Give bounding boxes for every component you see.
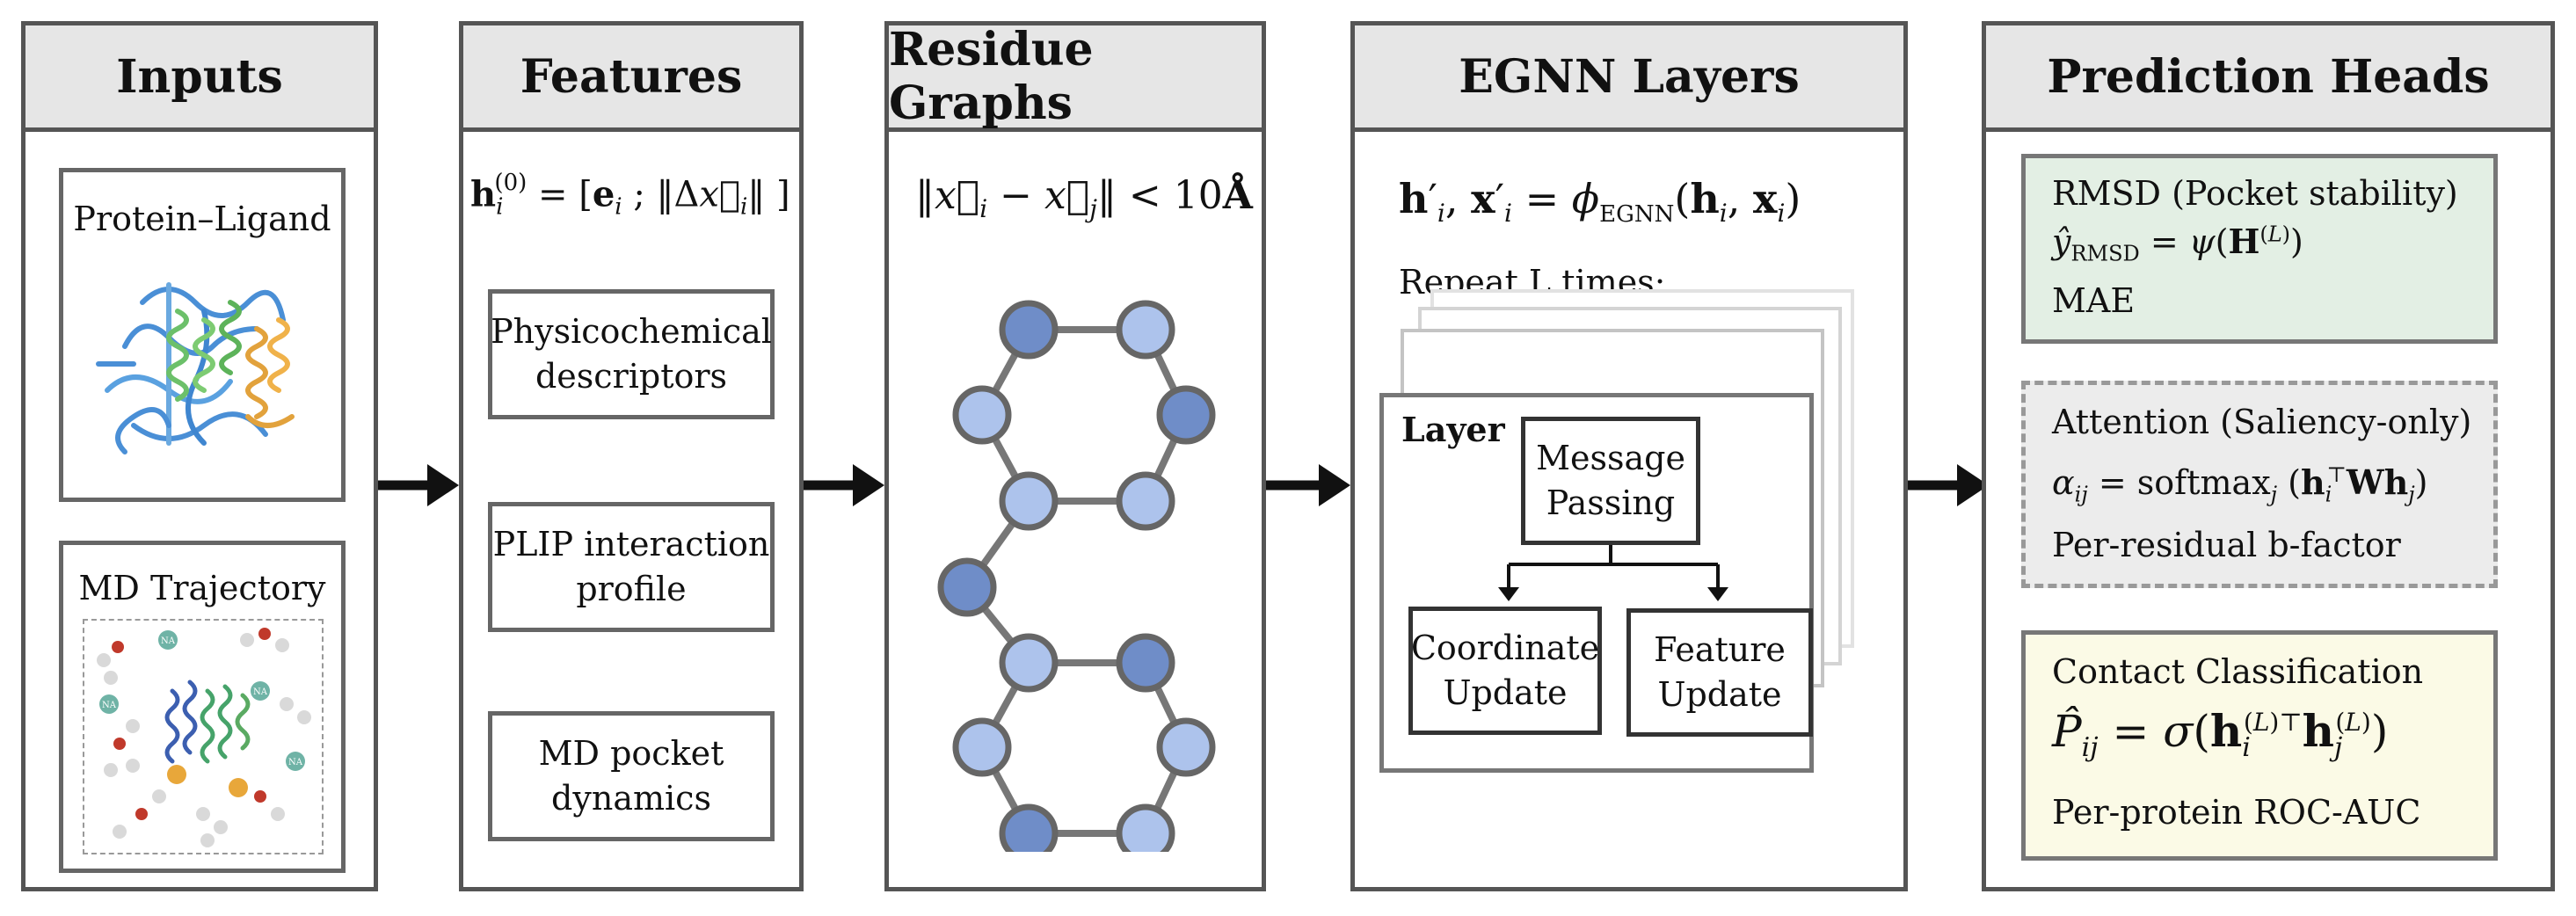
feature-equation: hi(0) = [ei ; ‖Δx⃗i‖ ]	[470, 170, 790, 221]
features-title: Features	[463, 25, 799, 132]
na-label-2: NA	[102, 701, 117, 710]
rmsd-equation: ŷRMSD = ψ(H(L))	[2052, 222, 2303, 266]
arrow-graphs-to-egnn	[1266, 464, 1350, 506]
message-passing-box: Message Passing	[1521, 417, 1700, 545]
attention-equation: αij = softmaxj (hi⊤Whj)	[2052, 462, 2428, 507]
contact-equation: P̂ij = σ(hi(L)⊤hj(L))	[2052, 705, 2389, 763]
attention-head-box: Attention (Saliency-only) αij = softmaxj…	[2021, 381, 2498, 588]
md-trajectory-box: MD Trajectory NA NA NA	[59, 541, 346, 873]
physicochemical-box: Physicochemical descriptors	[488, 289, 775, 419]
md-pocket-box: MD pocket dynamics	[488, 711, 775, 841]
protein-ligand-label: Protein–Ligand	[73, 200, 331, 238]
residue-node	[999, 300, 1059, 360]
residue-node	[1156, 717, 1216, 777]
rmsd-head-box: RMSD (Pocket stability) ŷRMSD = ψ(H(L)) …	[2021, 154, 2498, 344]
residue-node	[999, 471, 1059, 531]
egnn-equation: h′i, x′i = ϕEGNN(hi, xi)	[1399, 175, 1801, 229]
residue-node	[1116, 300, 1175, 360]
message-passing-arrows	[1498, 545, 1728, 601]
layer-label: Layer	[1401, 410, 1505, 449]
rmsd-title: RMSD (Pocket stability)	[2052, 174, 2458, 213]
prediction-heads-title: Prediction Heads	[1986, 25, 2551, 132]
egnn-title: EGNN Layers	[1355, 25, 1903, 132]
na-label-3: NA	[253, 687, 268, 697]
contact-metric: Per-protein ROC-AUC	[2052, 793, 2421, 832]
residue-node	[999, 803, 1059, 852]
arrow-inputs-to-features	[378, 464, 459, 506]
na-label-4: NA	[288, 758, 303, 767]
residue-node	[1156, 385, 1216, 445]
residue-graphs-panel: Residue Graphs ‖x⃗i − x⃗j‖ < 10Å	[884, 21, 1266, 891]
residue-node	[952, 717, 1012, 777]
residue-node	[937, 557, 997, 617]
features-panel: Features hi(0) = [ei ; ‖Δx⃗i‖ ] Physicoc…	[459, 21, 804, 891]
coordinate-update-box: Coordinate Update	[1408, 607, 1602, 735]
attention-title: Attention (Saliency-only)	[2052, 403, 2472, 441]
prediction-heads-panel: Prediction Heads RMSD (Pocket stability)…	[1982, 21, 2555, 891]
arrow-features-to-graphs	[804, 464, 884, 506]
contact-head-box: Contact Classification P̂ij = σ(hi(L)⊤hj…	[2021, 630, 2498, 861]
inputs-title: Inputs	[25, 25, 374, 132]
residue-node	[1116, 471, 1175, 531]
md-trajectory-frame	[83, 619, 324, 854]
md-simulation-icon: NA NA NA NA	[97, 628, 311, 847]
protein-structure-icon	[96, 282, 295, 454]
inputs-panel: Inputs Protein–Ligand MD Trajecto	[21, 21, 378, 891]
residue-node	[999, 633, 1059, 693]
egnn-panel: EGNN Layers h′i, x′i = ϕEGNN(hi, xi) Rep…	[1350, 21, 1908, 891]
protein-ligand-box: Protein–Ligand	[59, 168, 346, 502]
rmsd-metric: MAE	[2052, 281, 2136, 320]
residue-graph-diagram	[937, 300, 1216, 852]
residue-node	[1116, 803, 1175, 852]
feature-update-box: Feature Update	[1626, 608, 1813, 737]
distance-cutoff-equation: ‖x⃗i − x⃗j‖ < 10Å	[915, 173, 1253, 223]
residue-node	[952, 385, 1012, 445]
md-trajectory-label: MD Trajectory	[78, 569, 326, 607]
residue-graphs-title: Residue Graphs	[889, 23, 1262, 132]
layer-box: Layer Message Passing Coordinate Update …	[1379, 393, 1814, 773]
residue-node	[1116, 633, 1175, 693]
contact-title: Contact Classification	[2052, 652, 2424, 691]
arrow-egnn-to-heads	[1908, 464, 1989, 506]
plip-box: PLIP interaction profile	[488, 502, 775, 632]
na-label-1: NA	[161, 636, 176, 646]
attention-metric: Per-residual b-factor	[2052, 526, 2401, 564]
